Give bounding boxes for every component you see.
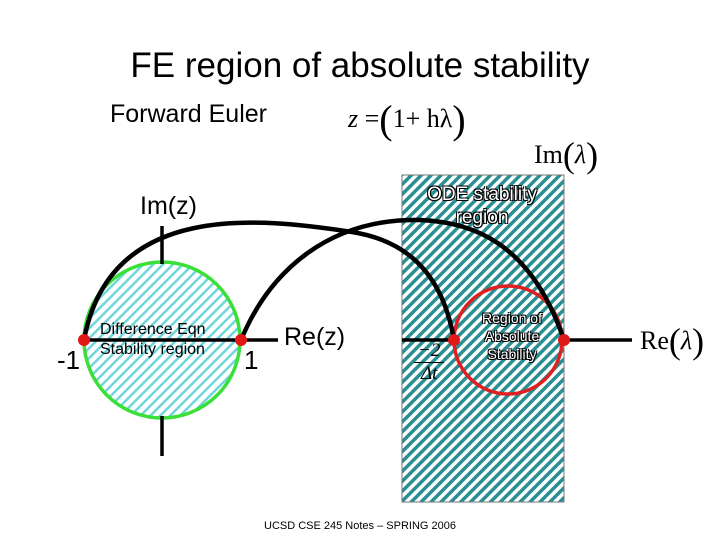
formula-lparen: ( (379, 97, 393, 142)
step-numerator: −2 (414, 340, 445, 363)
point-lambda-origin (558, 334, 570, 346)
re-lambda-rparen: ) (692, 321, 705, 361)
map-arc-outer (81, 220, 457, 341)
footer-note: UCSD CSE 245 Notes – SPRING 2006 (264, 520, 456, 532)
difference-region-label: Difference Eqn Stability region (100, 321, 206, 358)
point-plus-one (235, 334, 247, 346)
point-minus-two-over-dt (448, 334, 460, 346)
im-z-label: Im(z) (140, 192, 197, 220)
re-lambda-var: λ (680, 326, 693, 355)
im-lambda-fn: Im (534, 140, 563, 169)
map-arc-inner (238, 217, 567, 341)
formula-rparen: ) (452, 97, 466, 142)
im-lambda-var: λ (574, 140, 587, 169)
method-label: Forward Euler (110, 100, 267, 128)
point-minus-one (78, 334, 90, 346)
formula-body: 1+ hλ (392, 104, 453, 133)
pos-one-label: 1 (244, 345, 259, 375)
absolute-region-label: Region of Absolute Stability (482, 310, 542, 362)
step-bound-label: −2 Δt (414, 340, 445, 385)
im-lambda-rparen: ) (586, 135, 599, 175)
slide-title: FE region of absolute stability (130, 46, 590, 85)
formula-lhs: z (348, 104, 359, 133)
re-z-label: Re(z) (284, 323, 346, 351)
forward-euler-formula: z =(1+ hλ) (348, 96, 466, 143)
ode-region-label: ODE stability region (427, 184, 537, 228)
formula-eq: = (364, 104, 380, 133)
im-lambda-label: Im(λ) (534, 134, 598, 176)
neg-one-label: -1 (57, 345, 81, 375)
re-lambda-fn: Re (640, 326, 669, 355)
im-lambda-lparen: ( (562, 135, 575, 175)
re-lambda-label: Re(λ) (640, 320, 704, 362)
step-denominator: Δt (420, 363, 438, 384)
re-lambda-lparen: ( (668, 321, 681, 361)
